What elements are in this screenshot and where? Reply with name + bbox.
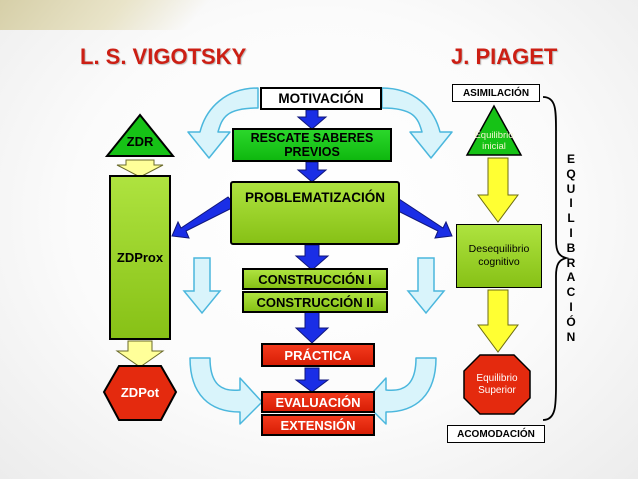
problematizacion-label: PROBLEMATIZACIÓN (245, 190, 385, 205)
zdr-label: ZDR (126, 133, 154, 149)
equilibracion-letter: I (569, 299, 573, 314)
yellow-arrow-equilibrio-desequilibrio (477, 157, 519, 223)
desequilibrio-box: Desequilibrio cognitivo (456, 224, 542, 288)
equilibracion-letter: I (569, 196, 573, 211)
equilibrio-superior-octagon (463, 354, 531, 415)
equilibracion-letter: I (569, 225, 573, 240)
equilibrio-superior-line1: Equilibrio (476, 373, 518, 384)
blue-arrow-practica-evaluacion (294, 367, 330, 393)
equilibrio-inicial-label: Equilibrio inicial (466, 129, 522, 153)
blue-arrow-diagonal-left (171, 196, 237, 239)
construccion-2-label: CONSTRUCCIÓN II (256, 294, 374, 310)
title-piaget: J. PIAGET (451, 44, 558, 69)
equilibracion-letter: N (566, 329, 576, 344)
rescate-line2: PREVIOS (284, 145, 340, 159)
practica-label: PRÁCTICA (284, 347, 352, 363)
curved-arrow-bottom-right (363, 357, 437, 425)
equilibrio-inicial-line2: inicial (482, 141, 506, 152)
blue-arrow-construccion-practica (294, 311, 330, 344)
light-arrow-down-right (406, 257, 446, 315)
equilibrio-inicial-triangle (465, 104, 523, 156)
zdr-triangle (104, 113, 176, 157)
equilibracion-letter: Ó (566, 314, 576, 329)
equilibrio-inicial-line1: Equilibrio (474, 130, 514, 141)
rescate-saberes-box: RESCATE SABERES PREVIOS (232, 128, 392, 162)
zdpot-label: ZDPot (120, 384, 160, 400)
acomodacion-box: ACOMODACIÓN (447, 425, 545, 443)
yellow-arrow-desequilibrio-superior (477, 289, 519, 353)
equilibracion-letter: B (566, 240, 576, 255)
evaluacion-box: EVALUACIÓN (261, 391, 375, 413)
acomodacion-label: ACOMODACIÓN (457, 428, 535, 440)
evaluacion-label: EVALUACIÓN (275, 394, 361, 410)
equilibrio-superior-line2: Superior (478, 385, 516, 396)
curved-arrow-top-left (187, 87, 259, 159)
equilibracion-brace (542, 96, 570, 421)
equilibracion-letter: C (566, 285, 576, 300)
equilibrio-superior-label: Equilibrio Superior (464, 371, 530, 399)
practica-box: PRÁCTICA (261, 343, 375, 367)
extension-label: EXTENSIÓN (280, 417, 356, 433)
pale-arrow-zdr-zdprox (116, 159, 164, 178)
light-arrow-down-left (182, 257, 222, 315)
blue-arrow-motivacion-rescate (296, 109, 328, 130)
pale-arrow-zdprox-zdpot (115, 340, 165, 368)
equilibracion-letter: L (567, 211, 575, 226)
problematizacion-box: PROBLEMATIZACIÓN (230, 181, 400, 245)
equilibracion-letter: U (566, 181, 576, 196)
construccion-1-box: CONSTRUCCIÓN I (242, 268, 388, 290)
blue-arrow-rescate-problematizacion (296, 161, 328, 183)
curved-arrow-top-right (381, 87, 453, 159)
motivacion-box: MOTIVACIÓN (260, 87, 382, 110)
equilibracion-letter: R (566, 255, 576, 270)
construccion-1-label: CONSTRUCCIÓN I (258, 271, 372, 287)
curved-arrow-bottom-left (189, 357, 263, 425)
construccion-2-box: CONSTRUCCIÓN II (242, 291, 388, 313)
equilibracion-letter: Q (566, 166, 576, 181)
asimilacion-box: ASIMILACIÓN (452, 84, 540, 102)
equilibracion-letter: A (566, 270, 576, 285)
zdprox-label: ZDProx (116, 250, 164, 265)
rescate-line1: RESCATE SABERES (250, 131, 374, 145)
blue-arrow-problematizacion-construccion (294, 244, 330, 271)
equilibracion-vertical-text: E Q U I L I B R A C I Ó N (561, 152, 581, 344)
equilibracion-letter: E (566, 152, 575, 166)
asimilacion-label: ASIMILACIÓN (462, 87, 530, 99)
desequilibrio-line1: Desequilibrio (468, 243, 530, 255)
extension-box: EXTENSIÓN (261, 414, 375, 436)
zdpot-hexagon (102, 365, 178, 421)
title-vigotsky: L. S. VIGOTSKY (80, 44, 247, 69)
motivacion-label: MOTIVACIÓN (278, 91, 364, 106)
zdprox-box: ZDProx (109, 175, 171, 340)
desequilibrio-line2: cognitivo (478, 256, 520, 268)
